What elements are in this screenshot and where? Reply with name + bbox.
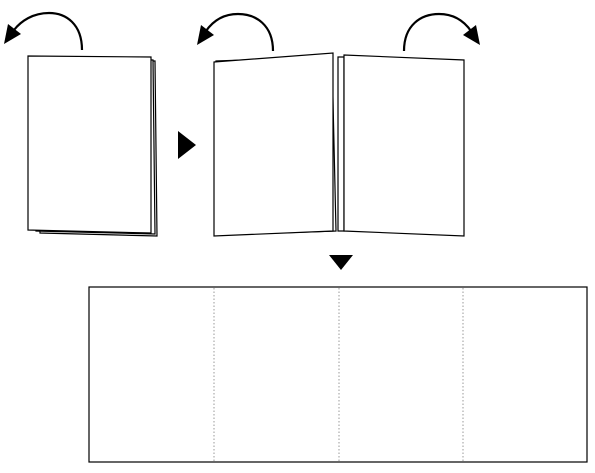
- folded-brochure-front-panel: [27, 55, 152, 234]
- curved-arrow-counterclockwise-icon: [4, 11, 84, 51]
- triangle-right-icon: [178, 131, 196, 159]
- curved-arrow-arc: [13, 11, 84, 51]
- half-open-left-panel: [213, 52, 334, 237]
- curved-arrow-head: [4, 24, 21, 44]
- curved-arrow-head: [197, 25, 214, 45]
- half-open-brochure: [213, 52, 465, 237]
- folded-brochure: [27, 55, 158, 237]
- curved-arrow-head: [463, 25, 480, 45]
- curved-arrow-clockwise-icon: [402, 12, 480, 52]
- fully-unfolded-sheet: [88, 286, 588, 463]
- triangle-down-icon: [329, 255, 353, 270]
- half-open-right-panel: [343, 54, 465, 237]
- curved-arrow-counterclockwise-icon: [197, 12, 275, 52]
- unfolded-sheet-outline: [88, 286, 588, 463]
- curved-arrow-arc: [402, 12, 472, 52]
- curved-arrow-arc: [205, 12, 275, 52]
- half-open-right-back-layer: [337, 56, 345, 232]
